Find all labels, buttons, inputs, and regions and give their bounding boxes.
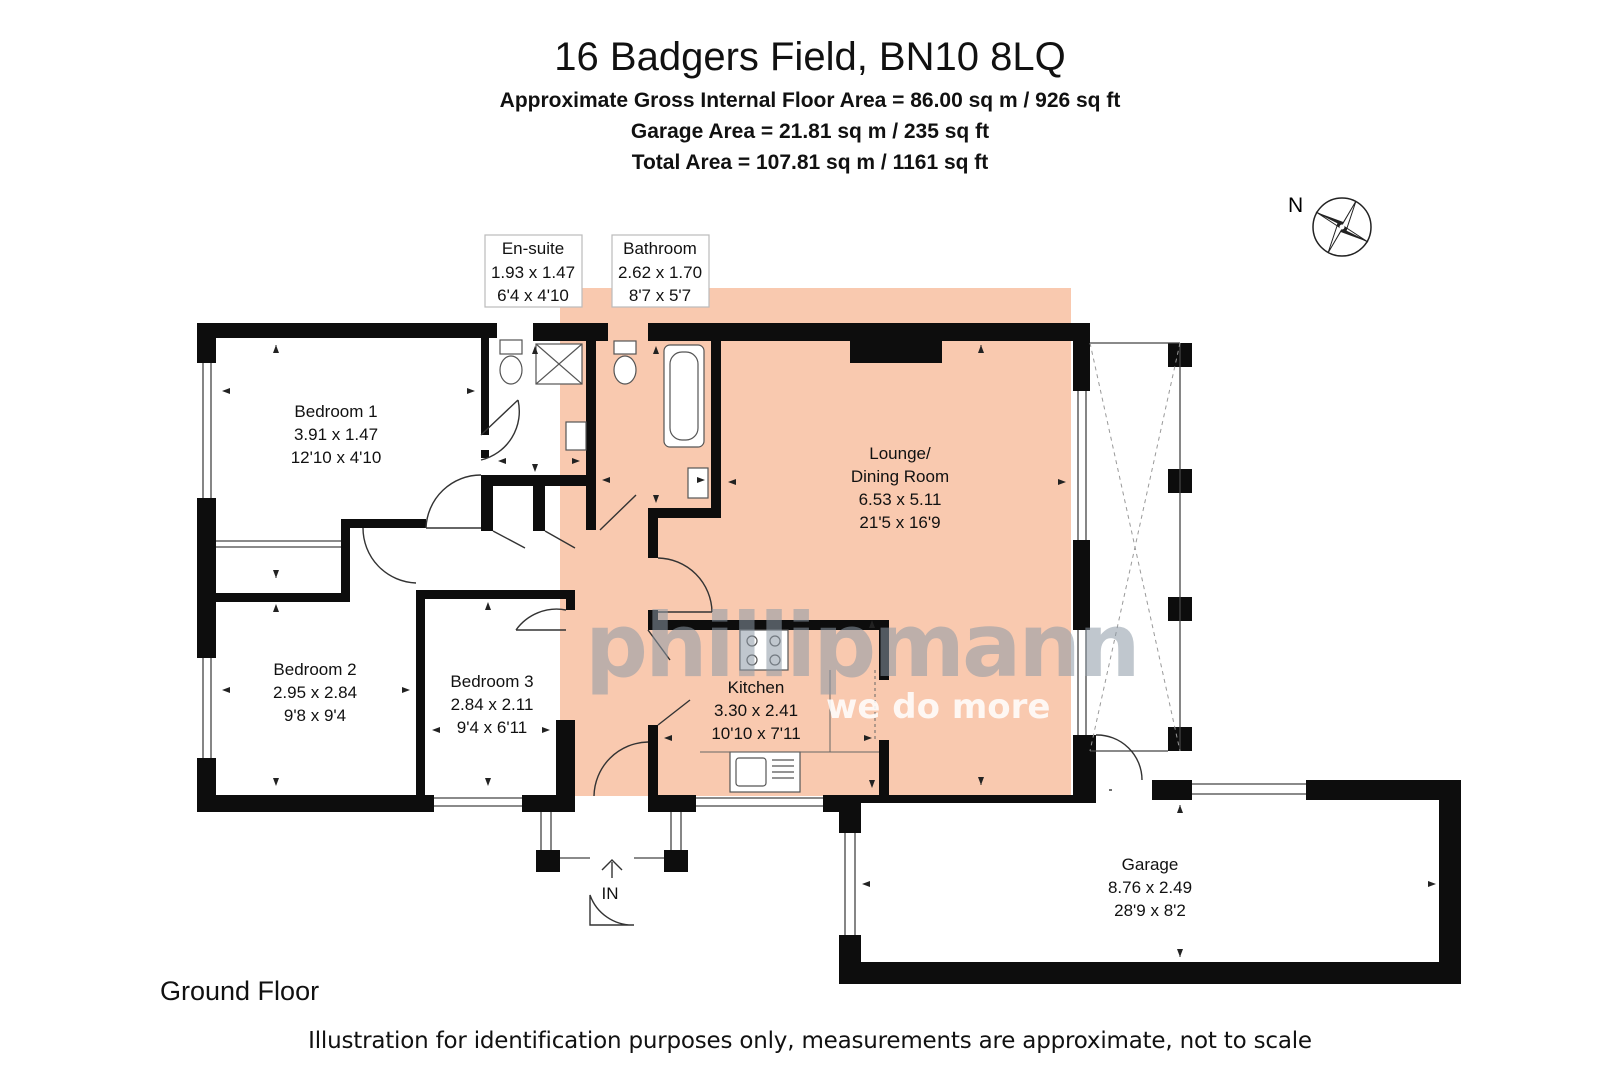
bedroom2-metric: 2.95 x 2.84 xyxy=(273,683,357,702)
brand-watermark-name: phillipmann xyxy=(585,594,1138,697)
sanitary-fixtures xyxy=(499,339,801,793)
garage-area-text: Garage Area = 21.81 sq m / 235 sq ft xyxy=(630,120,990,143)
toilet-icon xyxy=(613,355,637,385)
bedroom3-name: Bedroom 3 xyxy=(450,672,533,691)
lounge-name-line1: Lounge/ xyxy=(869,444,931,463)
lounge-name-line2: Dining Room xyxy=(851,467,949,486)
ensuite-name: En-suite xyxy=(502,239,564,258)
bathroom-imperial: 8'7 x 5'7 xyxy=(629,286,691,305)
window-lines xyxy=(202,342,1306,935)
toilet-icon xyxy=(499,339,523,355)
garage-metric: 8.76 x 2.49 xyxy=(1108,878,1192,897)
toilet-icon xyxy=(499,355,523,385)
brand-highlight-block xyxy=(560,288,1071,796)
dimension-arrows xyxy=(222,345,1436,957)
disclaimer-text: Illustration for identification purposes… xyxy=(308,1028,1312,1054)
kitchen-imperial: 10'10 x 7'11 xyxy=(711,724,800,743)
entrance-arrow-icon xyxy=(601,859,623,878)
brand-watermark-tagline: we do more xyxy=(826,687,1050,727)
kitchen-name: Kitchen xyxy=(728,678,785,697)
bedroom2-name: Bedroom 2 xyxy=(273,660,356,679)
bathroom-label-box xyxy=(611,234,710,308)
bedroom2-imperial: 9'8 x 9'4 xyxy=(284,706,346,725)
bathroom-metric: 2.62 x 1.70 xyxy=(618,263,702,282)
floor-label: Ground Floor xyxy=(160,976,320,1006)
garage-name: Garage xyxy=(1122,855,1179,874)
basin-icon xyxy=(565,421,587,451)
entrance-label: IN xyxy=(602,884,619,903)
ensuite-metric: 1.93 x 1.47 xyxy=(491,263,575,282)
kitchen-metric: 3.30 x 2.41 xyxy=(714,701,798,720)
ensuite-imperial: 6'4 x 4'10 xyxy=(497,286,569,305)
total-area-text: Total Area = 107.81 sq m / 1161 sq ft xyxy=(631,151,989,174)
compass-icon xyxy=(1312,197,1372,257)
page-title: 16 Badgers Field, BN10 8LQ xyxy=(554,35,1066,79)
toilet-icon xyxy=(613,340,637,355)
hob-icon xyxy=(739,629,789,671)
ensuite-label-box xyxy=(484,234,583,308)
bedroom1-metric: 3.91 x 1.47 xyxy=(294,425,378,444)
lounge-imperial: 21'5 x 16'9 xyxy=(859,513,940,532)
basin-icon xyxy=(687,467,709,499)
walls xyxy=(197,323,1461,984)
bedroom1-imperial: 12'10 x 4'10 xyxy=(291,448,382,467)
bathroom-name: Bathroom xyxy=(623,239,697,258)
compass-north-label: N xyxy=(1288,194,1303,217)
gross-area-text: Approximate Gross Internal Floor Area = … xyxy=(499,89,1121,112)
dimension-arrow-stems xyxy=(275,345,1181,957)
bedroom3-imperial: 9'4 x 6'11 xyxy=(457,718,527,737)
bedroom1-name: Bedroom 1 xyxy=(294,402,377,421)
bedroom3-metric: 2.84 x 2.11 xyxy=(451,695,534,714)
garage-imperial: 28'9 x 8'2 xyxy=(1114,901,1186,920)
carport-diagonals xyxy=(1089,342,1181,752)
door-swings xyxy=(362,399,1143,926)
lounge-metric: 6.53 x 5.11 xyxy=(859,490,942,509)
worktops xyxy=(700,670,879,753)
